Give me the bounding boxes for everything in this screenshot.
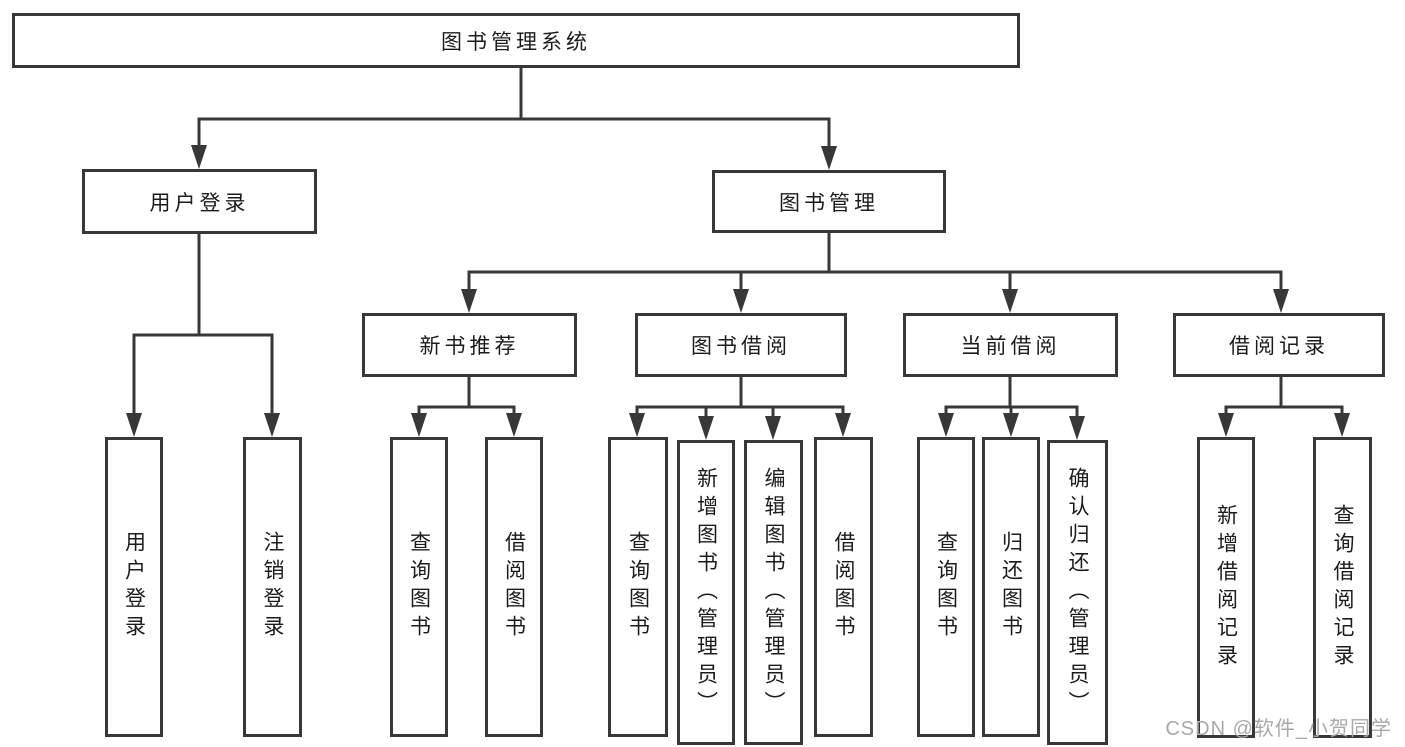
leaf-rec-query-book: 查询图书 (390, 437, 448, 737)
leaf-bb-query-book: 查询图书 (608, 437, 668, 737)
arrowhead (264, 413, 280, 437)
arrowhead (698, 416, 714, 440)
arrowhead (126, 413, 142, 437)
watermark: CSDN @软件_小贺同学 (1165, 718, 1392, 740)
arrowhead (629, 413, 645, 437)
leaf-cb-query-book: 查询图书 (917, 437, 975, 737)
node-label: 编辑图书（管理员） (762, 466, 785, 719)
node-label: 图书管理系统 (441, 30, 591, 54)
node-label: 新增图书（管理员） (694, 466, 718, 719)
leaf-bb-add-book-admin: 新增图书（管理员） (677, 440, 735, 745)
node-label: 借阅图书 (502, 531, 526, 643)
node-borrow-record: 借阅记录 (1173, 313, 1385, 377)
node-new-book-recommend: 新书推荐 (362, 313, 577, 377)
node-book-management: 图书管理 (712, 170, 946, 233)
node-book-borrow: 图书借阅 (635, 313, 847, 377)
node-label: 新书推荐 (419, 335, 520, 358)
arrowhead (1273, 289, 1289, 313)
arrowheads (126, 145, 1350, 440)
node-label: 借阅记录 (1229, 335, 1329, 358)
connector-new-book-rec-children (417, 375, 516, 420)
node-label: 用户登录 (149, 191, 250, 215)
node-label: 确认归还（管理员） (1066, 466, 1089, 719)
arrowhead (411, 413, 427, 437)
connector-current-borrow-children (944, 375, 1079, 423)
arrowhead (1002, 289, 1018, 313)
leaf-br-query-record: 查询借阅记录 (1313, 437, 1372, 738)
node-label: 注销登录 (261, 531, 284, 643)
connector-book-borrow-children (635, 375, 845, 423)
leaf-bb-edit-book-admin: 编辑图书（管理员） (744, 440, 803, 745)
arrowhead (765, 416, 781, 440)
arrowhead (191, 145, 207, 169)
arrowhead (938, 413, 954, 437)
leaf-br-add-record: 新增借阅记录 (1197, 437, 1255, 738)
leaf-cb-return-book: 归还图书 (982, 437, 1040, 737)
node-label: 图书管理 (779, 191, 879, 215)
node-system-root: 图书管理系统 (12, 13, 1020, 68)
leaf-cb-confirm-return-admin: 确认归还（管理员） (1047, 440, 1108, 745)
node-label: 用户登录 (122, 531, 146, 643)
node-current-borrow: 当前借阅 (903, 313, 1118, 377)
arrowhead (1003, 413, 1019, 437)
node-label: 新增借阅记录 (1214, 503, 1238, 672)
leaf-logout: 注销登录 (243, 437, 302, 737)
node-label: 查询图书 (407, 531, 431, 643)
leaf-user-login: 用户登录 (105, 437, 163, 737)
node-label: 查询图书 (626, 531, 650, 643)
arrowhead (1334, 413, 1350, 437)
leaf-rec-borrow-book: 借阅图书 (485, 437, 543, 737)
leaf-bb-borrow-book: 借阅图书 (814, 437, 873, 737)
node-label: 借阅图书 (832, 531, 855, 643)
node-label: 查询图书 (934, 531, 958, 643)
arrowhead (506, 413, 522, 437)
connector-book-mgmt-level3 (467, 231, 1283, 296)
node-label: 查询借阅记录 (1331, 503, 1354, 672)
connector-borrow-record-children (1224, 375, 1344, 420)
node-user-login: 用户登录 (82, 169, 317, 234)
arrowhead (821, 146, 837, 170)
node-label: 当前借阅 (960, 335, 1061, 358)
arrowhead (461, 289, 477, 313)
connector-user-login-children (132, 232, 274, 420)
connector-root-to-level2 (197, 64, 831, 153)
arrowhead (835, 413, 851, 437)
node-label: 图书借阅 (691, 335, 791, 358)
node-label: 归还图书 (999, 531, 1023, 643)
arrowhead (1218, 413, 1234, 437)
arrowhead (733, 289, 749, 313)
arrowhead (1069, 416, 1085, 440)
